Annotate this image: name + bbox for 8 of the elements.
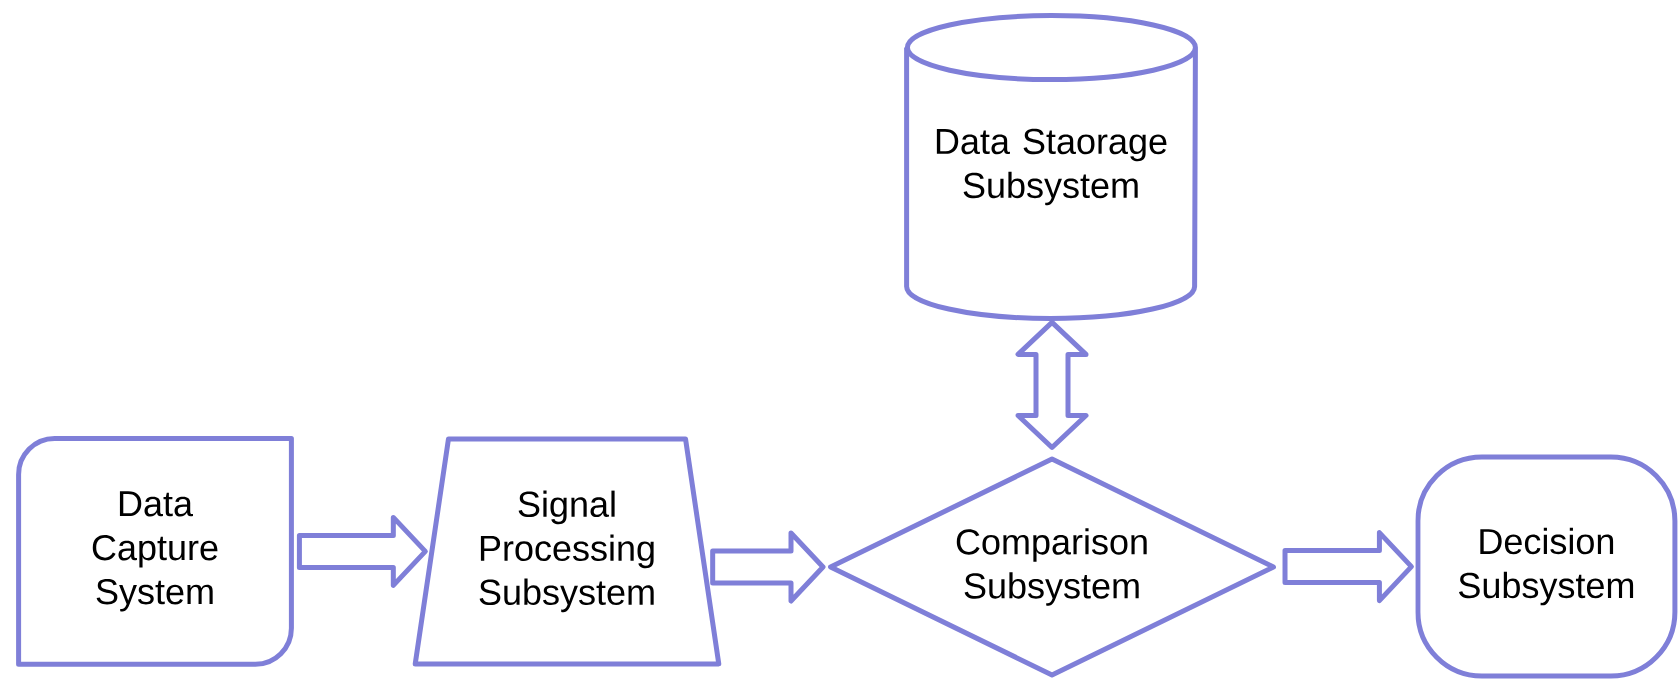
double-block-arrow [1015, 319, 1089, 450]
block-arrow [296, 514, 428, 588]
database-cylinder: Data Staorage Subsystem [904, 13, 1198, 321]
block-arrow [710, 530, 826, 604]
card-box: Data Capture System [16, 436, 294, 667]
rounded-box: Decision Subsystem [1415, 454, 1678, 679]
block-arrow [1282, 530, 1414, 604]
trapezoid-box: Signal Processing Subsystem [412, 436, 722, 667]
